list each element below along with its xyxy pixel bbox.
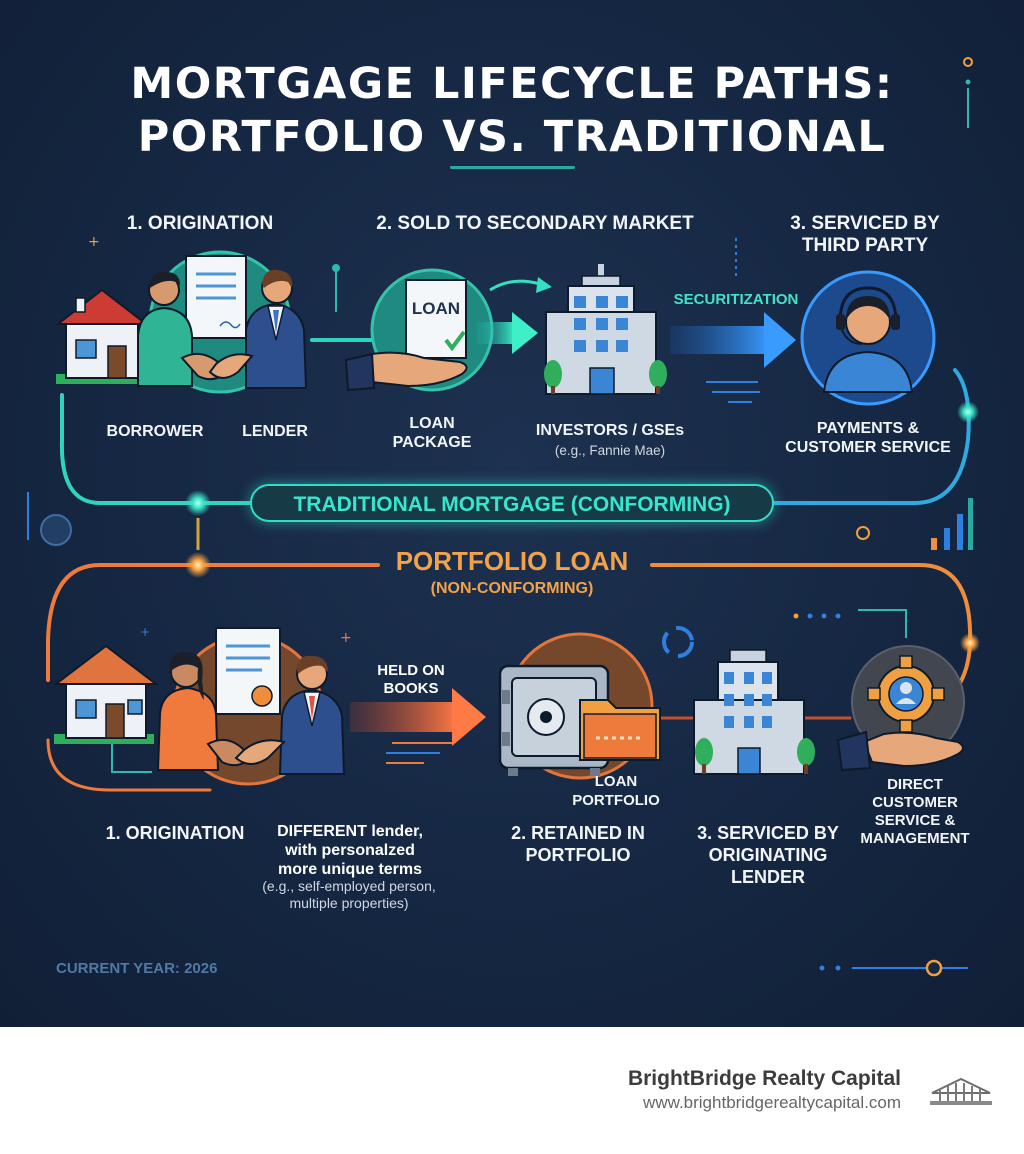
document-icon — [185, 255, 247, 339]
securitization-label: SECURITIZATION — [673, 291, 799, 308]
hand-icon — [836, 730, 964, 772]
diagram-panel: + + + — [0, 0, 1024, 1027]
svg-text:+: + — [88, 234, 100, 250]
securitization-arrow — [670, 312, 796, 368]
loan-portfolio-label: LOAN PORTFOLIO — [572, 773, 660, 809]
svg-text:+: + — [140, 625, 150, 639]
footer: BrightBridge Realty Capital www.brightbr… — [0, 1027, 1024, 1154]
page-title: MORTGAGE LIFECYCLE PATHS: PORTFOLIO VS. … — [130, 59, 894, 162]
loan-package-label: LOAN PACKAGE — [392, 415, 472, 451]
svg-text:+: + — [340, 630, 352, 646]
portfolio-origination-illustration — [53, 627, 486, 786]
hand-icon — [344, 351, 468, 392]
house-icon — [55, 288, 149, 384]
held-on-books-arrow — [350, 688, 486, 746]
track-node — [957, 401, 979, 423]
direct-customer-service-label: DIRECT CUSTOMER SERVICE & MANAGEMENT — [860, 776, 970, 847]
traditional-loop-track — [59, 338, 971, 505]
traditional-sale-illustration: LOAN — [344, 264, 796, 395]
third-party-servicing-illustration — [800, 270, 936, 406]
investors-example: (e.g., Fannie Mae) — [554, 443, 666, 458]
lender-label: LENDER — [242, 423, 308, 440]
lender-figure — [245, 269, 308, 389]
handshake-icon — [206, 738, 286, 767]
headset-agent-icon — [822, 286, 914, 393]
originating-lender-servicing-illustration — [693, 645, 965, 775]
borrower-label: BORROWER — [106, 423, 204, 440]
investors-label: INVESTORS / GSEs — [535, 422, 685, 439]
lender-figure — [278, 655, 346, 775]
title-underline — [450, 166, 575, 169]
diagram-artwork: + + + — [27, 57, 980, 977]
traditional-step-2-heading: 2. SOLD TO SECONDARY MARKET — [376, 213, 694, 234]
building-icon — [544, 264, 667, 395]
borrower-figure — [137, 271, 193, 387]
house-icon — [53, 644, 159, 744]
portfolio-step-3-heading: 3. SERVICED BY ORIGINATING LENDER — [697, 823, 839, 887]
arrow-to-investors — [476, 312, 538, 354]
document-text: LOAN — [412, 299, 460, 318]
portfolio-step-1-heading: 1. ORIGINATION — [105, 823, 245, 843]
portfolio-banner-subtitle: (NON-CONFORMING) — [430, 580, 594, 597]
portfolio-step-2-heading: 2. RETAINED IN PORTFOLIO — [511, 823, 645, 865]
retained-portfolio-illustration — [498, 632, 661, 780]
track-node — [185, 552, 211, 578]
held-on-books-label: HELD ON BOOKS — [377, 662, 445, 697]
building-icon — [693, 649, 815, 775]
document-icon — [215, 627, 281, 715]
decorative-accents: + + + — [27, 57, 973, 977]
current-year-label: CURRENT YEAR: 2026 — [56, 960, 218, 977]
borrower-figure — [156, 652, 220, 771]
traditional-step-1-heading: 1. ORIGINATION — [126, 213, 274, 234]
folder-icon — [579, 699, 661, 761]
company-url[interactable]: www.brightbridgerealtycapital.com — [643, 1093, 901, 1112]
traditional-step-3-heading: 3. SERVICED BY THIRD PARTY — [790, 213, 940, 256]
company-name: BrightBridge Realty Capital — [627, 1067, 901, 1090]
payments-service-label: PAYMENTS & CUSTOMER SERVICE — [785, 420, 951, 456]
company-logo-icon — [930, 1077, 992, 1105]
traditional-banner: TRADITIONAL MORTGAGE (CONFORMING) — [250, 484, 774, 522]
traditional-origination-illustration — [55, 250, 308, 394]
different-lender-example: (e.g., self-employed person, multiple pr… — [262, 878, 436, 911]
track-node — [960, 633, 980, 653]
track-node — [185, 490, 211, 516]
document-icon: LOAN — [405, 279, 467, 359]
different-lender-note: DIFFERENT lender, with personalzed more … — [277, 823, 423, 878]
handshake-icon — [180, 352, 254, 381]
portfolio-banner-title: PORTFOLIO LOAN — [395, 546, 629, 576]
gear-icon — [867, 655, 945, 733]
